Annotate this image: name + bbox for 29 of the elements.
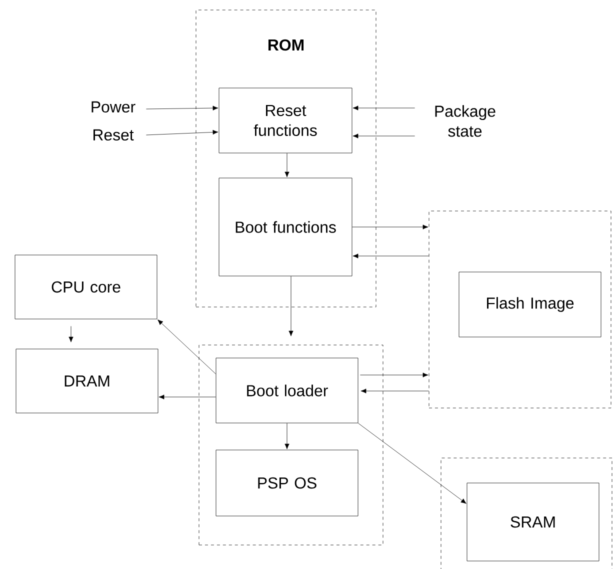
arrow: [68, 326, 74, 342]
arrow: [158, 320, 216, 374]
arrow: [284, 153, 290, 178]
input-label: Reset: [94, 129, 134, 141]
dashed-frame: [198, 344, 384, 546]
arrow: [146, 106, 218, 110]
arrow: [358, 423, 466, 504]
arrow: [360, 388, 429, 394]
arrow: [288, 276, 294, 336]
process-box: DRAM: [16, 348, 158, 414]
dashed-frame: [428, 210, 612, 408]
arrow: [146, 130, 218, 136]
process-box: SRAM: [466, 482, 600, 562]
process-box: CPU core: [14, 254, 158, 320]
arrow: [158, 394, 216, 400]
arrow: [360, 372, 428, 378]
process-box: Reset functions: [218, 88, 352, 154]
process-box: Boot functions: [218, 178, 352, 276]
input-label: Package state: [435, 105, 496, 137]
arrow: [352, 254, 429, 258]
process-box: PSP OS: [216, 450, 358, 516]
input-label: Power: [92, 101, 136, 113]
process-box: Flash Image: [458, 272, 602, 338]
arrow: [352, 224, 428, 230]
arrow: [352, 134, 415, 138]
arrow: [352, 106, 415, 110]
process-box: Boot loader: [216, 358, 358, 424]
arrow: [284, 423, 290, 450]
dashed-frame: [440, 458, 612, 569]
